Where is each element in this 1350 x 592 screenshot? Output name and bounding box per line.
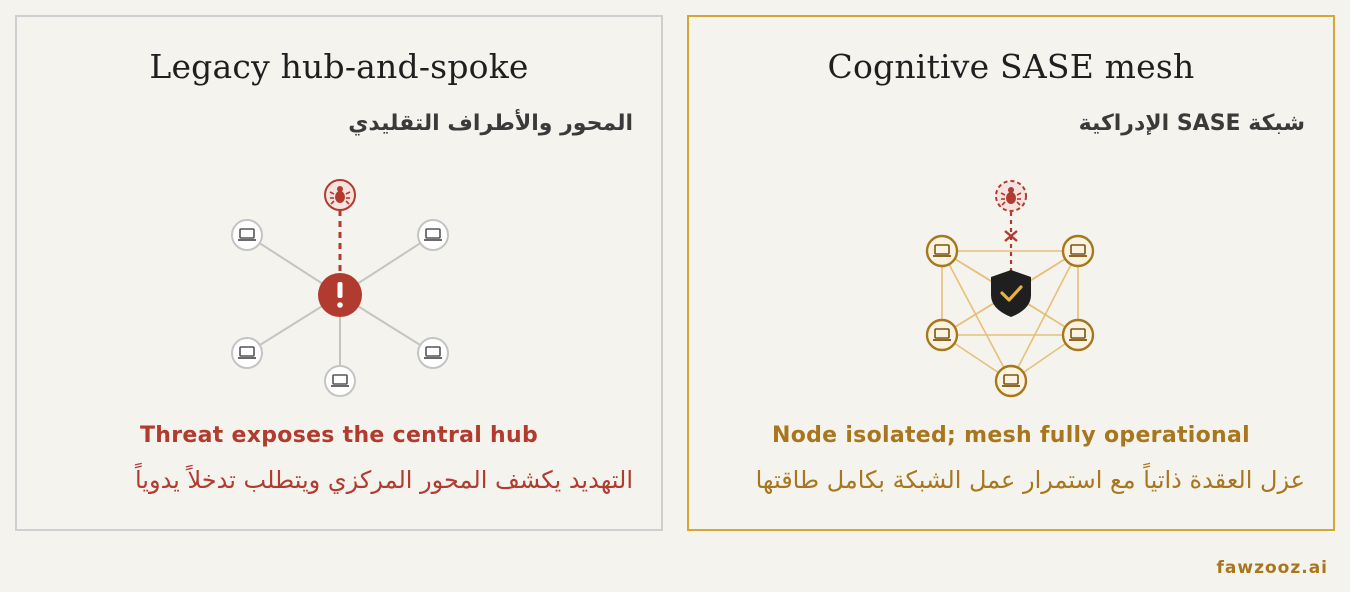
laptop-node-icon: [417, 219, 449, 251]
compromised-hub-icon: [318, 273, 362, 317]
laptop-node-icon: [925, 318, 959, 352]
laptop-node-icon: [417, 337, 449, 369]
laptop-node-icon: [324, 365, 356, 397]
laptop-node-icon: [925, 234, 959, 268]
legacy-caption: Threat exposes the central hub: [139, 423, 539, 448]
sase-caption-ar: عزل العقدة ذاتياً مع استمرار عمل الشبكة …: [755, 466, 1305, 494]
hub-spoke-diagram: [231, 179, 449, 397]
legacy-caption-ar: التهديد يكشف المحور المركزي ويتطلب تدخلا…: [134, 466, 633, 494]
laptop-node-icon: [994, 364, 1028, 398]
legacy-subtitle-ar: المحور والأطراف التقليدي: [348, 111, 633, 136]
laptop-node-icon: [1061, 318, 1095, 352]
threat-bug-icon: [324, 179, 356, 211]
sase-caption: Node isolated; mesh fully operational: [771, 423, 1250, 448]
brand-watermark: fawzooz.ai: [1216, 558, 1328, 578]
laptop-node-icon: [231, 219, 263, 251]
block-cross-icon: [1004, 230, 1018, 242]
sase-title: Cognitive SASE mesh: [827, 47, 1195, 86]
shield-check-icon: [991, 270, 1031, 317]
legacy-title: Legacy hub-and-spoke: [149, 47, 529, 86]
laptop-node-icon: [231, 337, 263, 369]
sase-panel: Cognitive SASE mesh شبكة SASE الإدراكية: [687, 15, 1335, 531]
sase-mesh-diagram: [925, 180, 1095, 398]
legacy-panel: Legacy hub-and-spoke المحور والأطراف الت…: [15, 15, 663, 531]
sase-subtitle-ar: شبكة SASE الإدراكية: [1078, 111, 1305, 136]
isolated-threat-bug-icon: [995, 180, 1027, 212]
laptop-node-icon: [1061, 234, 1095, 268]
